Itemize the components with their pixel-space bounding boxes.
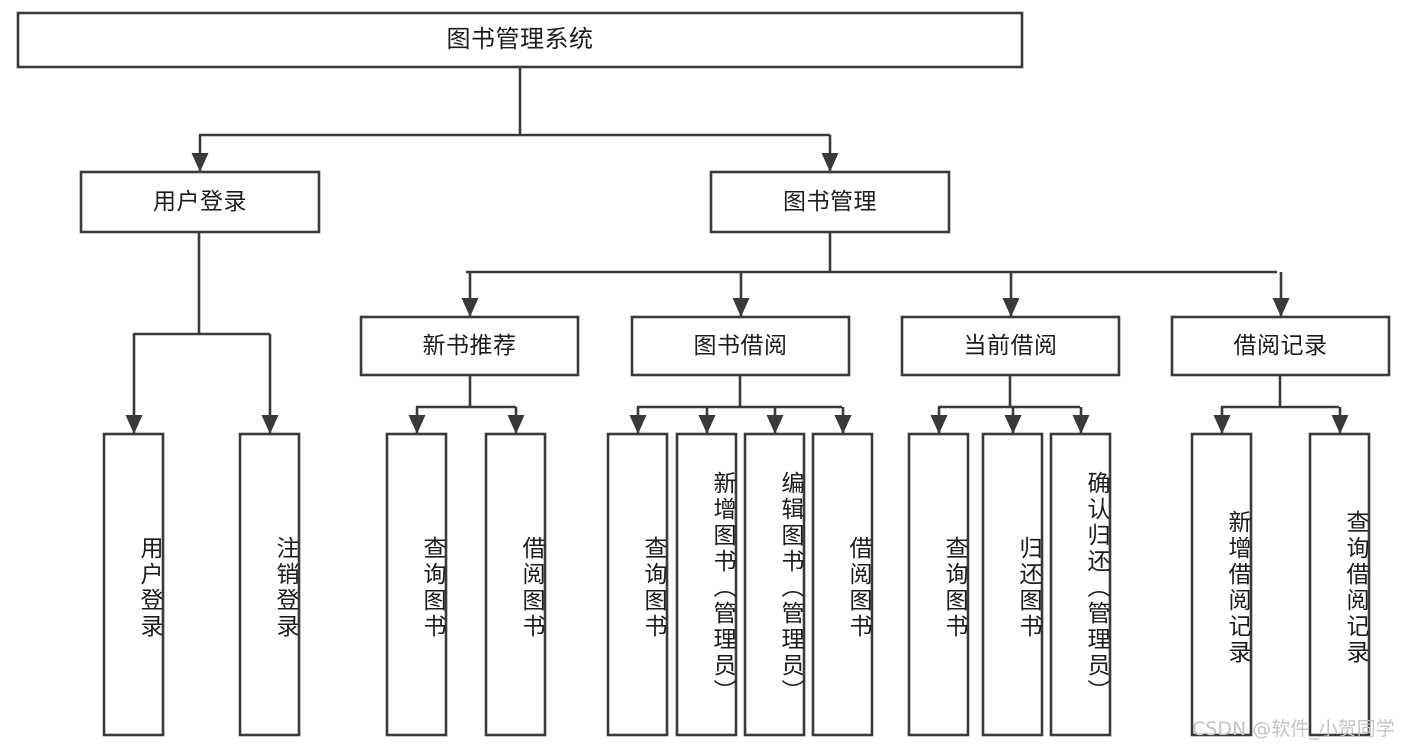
node-box-leaf-user-login: [102, 432, 165, 737]
arrow-head-icon: [1072, 415, 1090, 434]
node-box-book-manage: [709, 170, 951, 234]
arrow-head-icon: [1002, 298, 1020, 317]
node-box-book-borrow: [630, 315, 851, 377]
edge-layer: [125, 67, 1349, 434]
node-book-borrow[interactable]: [630, 315, 851, 377]
arrow-head-icon: [1213, 415, 1231, 434]
node-box-leaf-borrow-book-1: [484, 432, 547, 737]
node-box-leaf-logout: [238, 432, 301, 737]
arrow-head-icon: [1004, 415, 1022, 434]
arrow-head-icon: [834, 415, 852, 434]
node-box-borrow-record: [1170, 315, 1391, 377]
node-box-leaf-add-record: [1190, 432, 1253, 737]
node-box-leaf-query-book-2: [606, 432, 669, 737]
node-leaf-edit-book[interactable]: [743, 432, 806, 737]
arrow-head-icon: [408, 415, 426, 434]
arrow-head-icon: [698, 415, 716, 434]
node-user-login[interactable]: [79, 170, 321, 234]
node-root[interactable]: [16, 11, 1024, 69]
node-box-leaf-add-book: [675, 432, 738, 737]
csdn-watermark: CSDN @软件_小贺同学: [1192, 718, 1395, 740]
node-box-root: [16, 11, 1024, 69]
node-box-new-book-rec: [359, 315, 580, 377]
node-layer: [16, 11, 1391, 737]
node-new-book-rec[interactable]: [359, 315, 580, 377]
arrow-head-icon: [821, 153, 839, 172]
node-leaf-query-book-2[interactable]: [606, 432, 669, 737]
node-box-leaf-borrow-book-2: [811, 432, 874, 737]
arrow-head-icon: [191, 153, 209, 172]
node-leaf-borrow-book-2[interactable]: [811, 432, 874, 737]
node-current-borrow[interactable]: [900, 315, 1121, 377]
node-book-manage[interactable]: [709, 170, 951, 234]
node-box-leaf-confirm-return: [1049, 432, 1112, 737]
arrow-head-icon: [1272, 298, 1290, 317]
arrow-head-icon: [125, 415, 143, 434]
arrow-head-icon: [766, 415, 784, 434]
node-leaf-return-book[interactable]: [981, 432, 1044, 737]
node-leaf-add-book[interactable]: [675, 432, 738, 737]
node-box-current-borrow: [900, 315, 1121, 377]
arrow-head-icon: [1331, 415, 1349, 434]
node-leaf-logout[interactable]: [238, 432, 301, 737]
node-leaf-query-book-1[interactable]: [385, 432, 448, 737]
arrow-head-icon: [732, 298, 750, 317]
arrow-head-icon: [507, 415, 525, 434]
node-leaf-query-book-3[interactable]: [907, 432, 970, 737]
node-box-user-login: [79, 170, 321, 234]
arrow-head-icon: [261, 415, 279, 434]
node-leaf-query-record[interactable]: [1308, 432, 1371, 737]
node-box-leaf-query-book-3: [907, 432, 970, 737]
node-box-leaf-query-book-1: [385, 432, 448, 737]
node-leaf-borrow-book-1[interactable]: [484, 432, 547, 737]
node-leaf-add-record[interactable]: [1190, 432, 1253, 737]
node-leaf-confirm-return[interactable]: [1049, 432, 1112, 737]
arrow-head-icon: [461, 298, 479, 317]
arrow-head-icon: [629, 415, 647, 434]
node-box-leaf-return-book: [981, 432, 1044, 737]
node-box-leaf-query-record: [1308, 432, 1371, 737]
arrow-head-icon: [930, 415, 948, 434]
node-borrow-record[interactable]: [1170, 315, 1391, 377]
node-box-leaf-edit-book: [743, 432, 806, 737]
node-leaf-user-login[interactable]: [102, 432, 165, 737]
